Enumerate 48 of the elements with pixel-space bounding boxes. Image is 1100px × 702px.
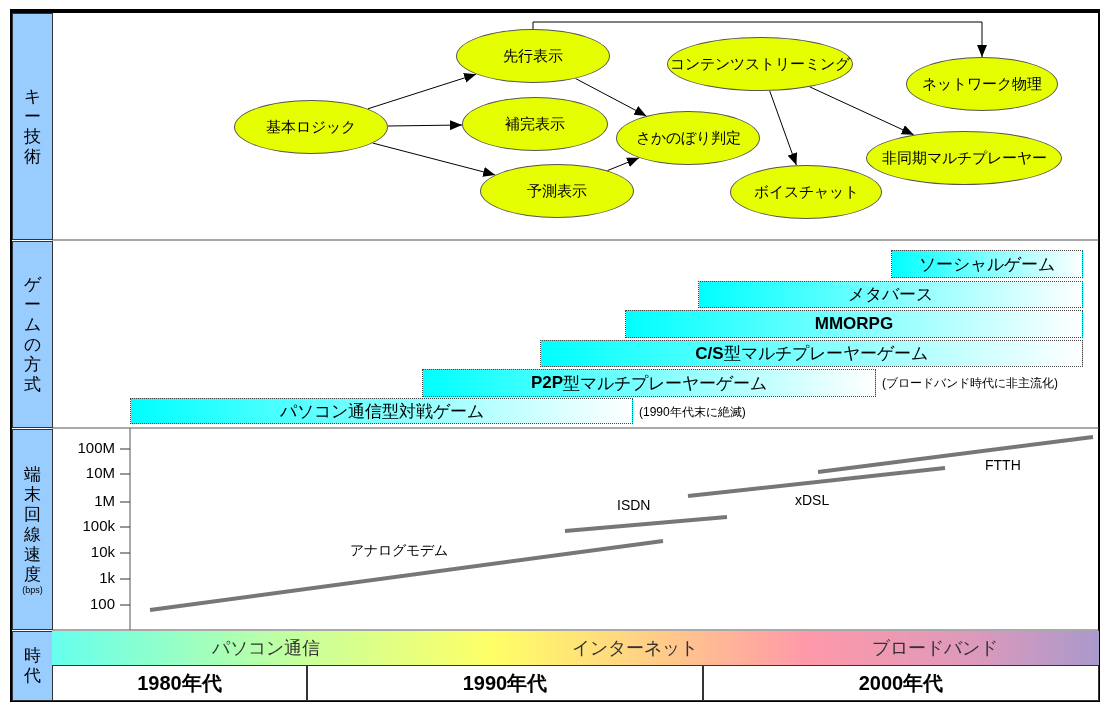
arrow (372, 142, 496, 177)
unit-label: (bps) (22, 584, 43, 595)
line-label: ISDN (617, 497, 651, 513)
game-type-bar: P2P型マルチプレーヤーゲーム (422, 369, 876, 397)
technology-ellipse: ボイスチャット (730, 165, 882, 219)
section-title: ゲームの方式 (23, 274, 42, 395)
axis-tick-label: 1k (98, 569, 115, 588)
line-label: xDSL (795, 492, 830, 508)
technology-ellipse: さかのぼり判定 (616, 111, 760, 165)
game-type-bar: パソコン通信型対戦ゲーム (130, 398, 633, 424)
era-label: インターネット (572, 637, 698, 660)
axis-tick-label: 100 (88, 595, 115, 614)
era-bar (52, 631, 1099, 665)
axis-tick-label: 100k (81, 517, 115, 536)
axis-tick-label: 10k (89, 543, 115, 562)
line-label: アナログモデム (350, 542, 448, 560)
axis-tick-label: 100M (76, 439, 115, 458)
section-title: キー技術 (23, 86, 42, 167)
arrow (387, 120, 463, 131)
technology-ellipse: 予測表示 (480, 164, 634, 218)
decade-cell: 1980年代 (52, 665, 307, 701)
decade-cell: 2000年代 (703, 665, 1099, 701)
game-type-bar: C/S型マルチプレーヤーゲーム (540, 340, 1083, 367)
arrow (367, 73, 477, 110)
technology-ellipse: 基本ロジック (234, 100, 388, 154)
arrow (769, 90, 798, 166)
era-label: パソコン通信 (212, 637, 320, 660)
game-type-bar: メタバース (698, 281, 1083, 308)
note-text: (ブロードバンド時代に非主流化) (882, 375, 1058, 392)
technology-ellipse: 補完表示 (462, 97, 608, 151)
era-label: ブロードバンド (872, 637, 998, 660)
section-title: 時代 (23, 646, 42, 686)
arrow (532, 21, 987, 58)
technology-ellipse: 先行表示 (456, 29, 610, 83)
technology-ellipse: 非同期マルチプレーヤー (866, 131, 1062, 185)
arrow (809, 86, 915, 136)
decade-cell: 1990年代 (307, 665, 703, 701)
arrow (575, 78, 647, 117)
technology-ellipse: ネットワーク物理 (906, 57, 1058, 111)
section-title: 端末回線速度 (23, 464, 42, 585)
axis-tick-label: 1M (93, 492, 115, 511)
axis-tick-label: 10M (84, 464, 115, 483)
game-type-bar: MMORPG (625, 310, 1083, 338)
note-text: (1990年代末に絶滅) (639, 404, 746, 421)
line-label: FTTH (985, 457, 1021, 473)
technology-ellipse: コンテンツストリーミング (667, 37, 853, 91)
game-type-bar: ソーシャルゲーム (891, 250, 1083, 278)
arrow (606, 157, 640, 172)
